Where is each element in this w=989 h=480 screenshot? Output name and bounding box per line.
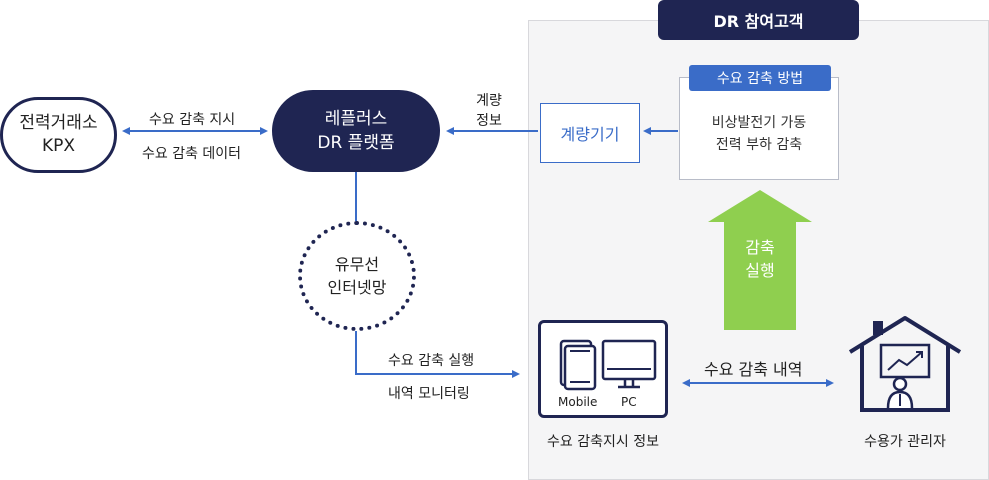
kpx-link-top-label: 수요 감축 지시 — [149, 112, 236, 128]
person-figure — [886, 376, 914, 409]
pc-label: PC — [621, 395, 637, 409]
reduction-method-box — [679, 77, 839, 180]
method-line1: 비상발전기 가동 — [711, 115, 807, 131]
monitor-link-line2: 내역 모니터링 — [388, 386, 470, 402]
device-box: Mobile PC — [538, 320, 668, 418]
dr-participant-title: DR 참여고객 — [658, 0, 859, 40]
reduction-arrow-label: 감축 실행 — [724, 236, 796, 282]
method-line2: 전력 부하 감축 — [715, 137, 803, 153]
meter-node: 계량기기 — [540, 103, 640, 163]
reduction-method-text: 비상발전기 가동 전력 부하 감축 — [679, 112, 839, 156]
kpx-line1: 전력거래소 — [19, 113, 98, 133]
kpx-line2: KPX — [41, 136, 76, 156]
pc-icon — [601, 339, 657, 389]
platform-node: 레플러스 DR 플랫폼 — [272, 90, 440, 172]
mobile-label: Mobile — [558, 395, 598, 409]
internet-device-arrow — [355, 331, 520, 378]
internet-node: 유무선 인터넷망 — [298, 221, 416, 331]
reduction-method-tag: 수요 감축 방법 — [689, 65, 831, 91]
mobile-icon — [559, 339, 597, 391]
house-manager-icon — [848, 316, 962, 412]
meter-link-line1: 계량 — [476, 93, 502, 109]
platform-line1: 레플러스 — [324, 109, 388, 129]
house-outline — [848, 316, 962, 412]
reduction-arrow-line1: 감축 — [745, 238, 775, 257]
internet-line2: 인터넷망 — [327, 278, 387, 297]
internet-line1: 유무선 — [334, 255, 380, 274]
device-icons — [559, 339, 657, 391]
reduction-arrow-line2: 실행 — [745, 261, 775, 280]
kpx-link-bottom-label: 수요 감축 데이터 — [142, 146, 242, 162]
kpx-node: 전력거래소 KPX — [0, 97, 117, 173]
manager-caption: 수용가 관리자 — [864, 434, 946, 450]
reduction-up-arrow — [708, 190, 812, 330]
device-caption: 수요 감축지시 정보 — [547, 434, 659, 450]
presentation-board — [879, 343, 931, 379]
platform-line2: DR 플랫폼 — [317, 133, 395, 153]
meter-link-label: 계량 정보 — [467, 91, 511, 131]
meter-link-line2: 정보 — [476, 113, 502, 129]
monitor-link-line1: 수요 감축 실행 — [388, 353, 475, 369]
history-link-label: 수요 감축 내역 — [704, 360, 803, 379]
